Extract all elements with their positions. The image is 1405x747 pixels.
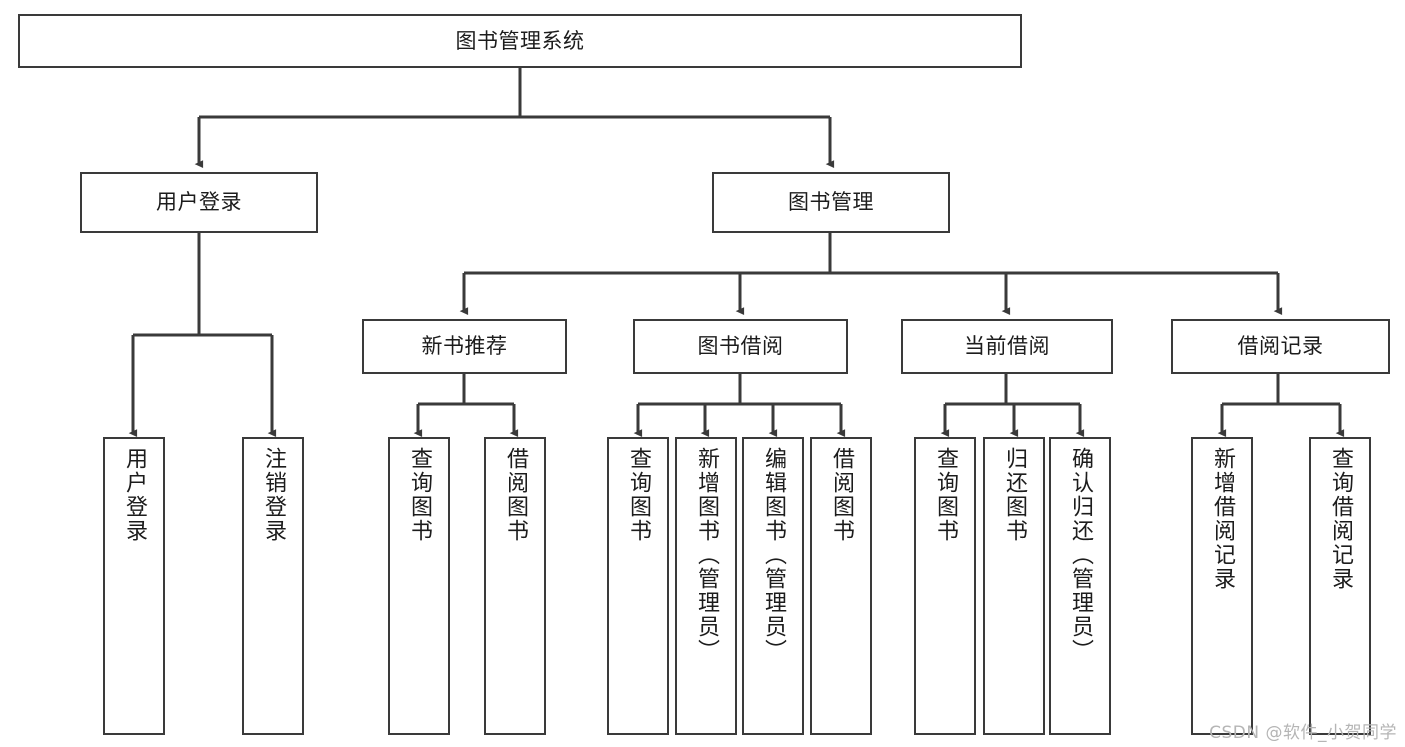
node-leaf-query-book-2-label: 查询图书	[626, 447, 651, 543]
node-book-manage[interactable]: 图书管理	[712, 172, 950, 233]
node-leaf-add-record[interactable]: 新增借阅记录	[1191, 437, 1253, 735]
node-leaf-confirm-return[interactable]: 确认归还（管理员）	[1049, 437, 1111, 735]
node-root[interactable]: 图书管理系统	[18, 14, 1022, 68]
node-book-borrow[interactable]: 图书借阅	[633, 319, 848, 374]
node-book-borrow-label: 图书借阅	[697, 334, 784, 359]
node-book-manage-label: 图书管理	[788, 190, 874, 215]
node-leaf-query-record[interactable]: 查询借阅记录	[1309, 437, 1371, 735]
node-leaf-query-record-label: 查询借阅记录	[1328, 447, 1353, 591]
node-root-label: 图书管理系统	[455, 28, 585, 53]
node-new-book-recommend[interactable]: 新书推荐	[362, 319, 567, 374]
node-leaf-user-login[interactable]: 用户登录	[103, 437, 165, 735]
node-leaf-borrow-book-2-label: 借阅图书	[829, 447, 854, 543]
node-leaf-logout[interactable]: 注销登录	[242, 437, 304, 735]
node-current-borrow[interactable]: 当前借阅	[901, 319, 1113, 374]
node-borrow-record[interactable]: 借阅记录	[1171, 319, 1390, 374]
node-leaf-user-login-label: 用户登录	[122, 447, 147, 543]
node-leaf-add-book[interactable]: 新增图书（管理员）	[675, 437, 737, 735]
node-leaf-add-book-label: 新增图书（管理员）	[694, 447, 719, 663]
watermark-text: CSDN @软件_小贺同学	[1209, 723, 1397, 743]
node-leaf-return-book[interactable]: 归还图书	[983, 437, 1045, 735]
node-borrow-record-label: 借阅记录	[1237, 334, 1324, 359]
node-leaf-query-book-1[interactable]: 查询图书	[388, 437, 450, 735]
node-leaf-query-book-1-label: 查询图书	[407, 447, 432, 543]
node-leaf-logout-label: 注销登录	[261, 447, 286, 543]
node-user-login[interactable]: 用户登录	[80, 172, 318, 233]
node-leaf-borrow-book-1[interactable]: 借阅图书	[484, 437, 546, 735]
node-leaf-query-book-3-label: 查询图书	[933, 447, 958, 543]
node-leaf-add-record-label: 新增借阅记录	[1210, 447, 1235, 591]
node-leaf-confirm-return-label: 确认归还（管理员）	[1068, 447, 1093, 663]
node-user-login-label: 用户登录	[156, 190, 242, 215]
node-current-borrow-label: 当前借阅	[964, 334, 1050, 359]
node-leaf-query-book-2[interactable]: 查询图书	[607, 437, 669, 735]
node-leaf-query-book-3[interactable]: 查询图书	[914, 437, 976, 735]
node-new-book-recommend-label: 新书推荐	[421, 334, 508, 359]
node-leaf-borrow-book-2[interactable]: 借阅图书	[810, 437, 872, 735]
node-leaf-edit-book[interactable]: 编辑图书（管理员）	[742, 437, 804, 735]
node-leaf-return-book-label: 归还图书	[1002, 447, 1027, 543]
node-leaf-edit-book-label: 编辑图书（管理员）	[761, 447, 786, 663]
node-leaf-borrow-book-1-label: 借阅图书	[503, 447, 528, 543]
